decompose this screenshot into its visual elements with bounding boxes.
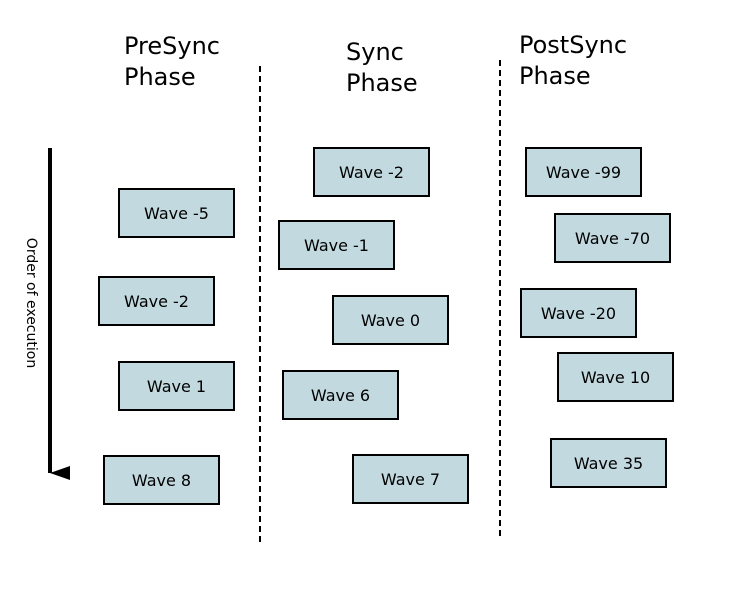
presync-wave-box: Wave -5: [118, 188, 235, 238]
presync-wave-box: Wave 8: [103, 455, 220, 505]
postsync-wave-box: Wave -20: [520, 288, 637, 338]
presync-wave-box: Wave -2: [98, 276, 215, 326]
sync-wave-box: Wave 7: [352, 454, 469, 504]
sync-wave-box: Wave -2: [313, 147, 430, 197]
postsync-wave-box: Wave -99: [525, 147, 642, 197]
postsync-phase-title: PostSync Phase: [519, 31, 628, 90]
postsync-wave-box: Wave 10: [557, 352, 674, 402]
sync-wave-box: Wave 6: [282, 370, 399, 420]
presync-phase-title: PreSync Phase: [124, 32, 220, 91]
sync-phase-title: Sync Phase: [346, 38, 418, 97]
execution-order-label: Order of execution: [23, 237, 39, 369]
sync-wave-box: Wave -1: [278, 220, 395, 270]
postsync-wave-box: Wave 35: [550, 438, 667, 488]
presync-wave-box: Wave 1: [118, 361, 235, 411]
postsync-wave-box: Wave -70: [554, 213, 671, 263]
sync-wave-box: Wave 0: [332, 295, 449, 345]
